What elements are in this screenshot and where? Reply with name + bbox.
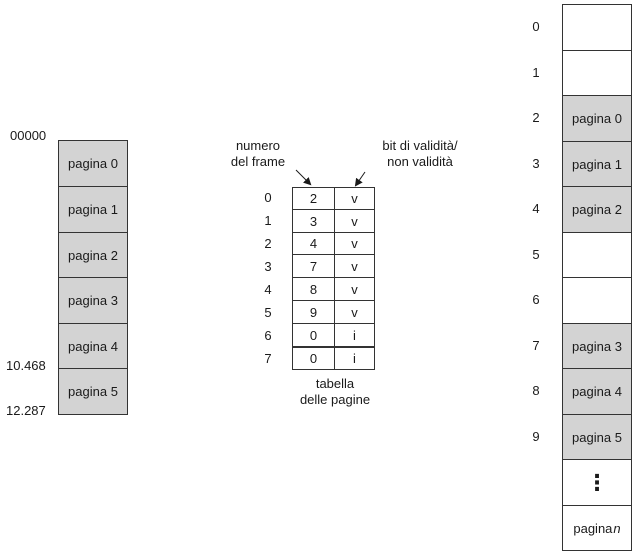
frame-number-label: numero del frame — [230, 138, 286, 169]
physical-frame-5 — [562, 232, 632, 278]
page-table-index-6: 6 — [264, 328, 272, 343]
frame-index-0: 0 — [532, 19, 540, 34]
page-table-index-4: 4 — [264, 282, 272, 297]
page-table-bit-6: i — [334, 323, 375, 347]
page-table-frame-1: 3 — [292, 209, 335, 233]
page-table-bit-4: v — [334, 277, 375, 301]
vertical-ellipsis: ⋮ — [586, 469, 608, 495]
page-table-bit-7: i — [334, 346, 375, 370]
frame-index-5: 5 — [532, 247, 540, 262]
page-table-bit-0: v — [334, 187, 375, 210]
physical-frame-ellipsis: ⋮ — [562, 459, 632, 506]
frame-index-3: 3 — [532, 156, 540, 171]
logical-address-12287: 12.287 — [6, 403, 46, 418]
frame-index-1: 1 — [532, 65, 540, 80]
frame-index-8: 8 — [532, 383, 540, 398]
logical-page-0: pagina 0 — [58, 140, 128, 187]
physical-frame-9: pagina 5 — [562, 414, 632, 460]
logical-page-1: pagina 1 — [58, 186, 128, 233]
page-table-index-1: 1 — [264, 213, 272, 228]
logical-page-4: pagina 4 — [58, 323, 128, 369]
physical-frame-1 — [562, 50, 632, 96]
frame-index-9: 9 — [532, 429, 540, 444]
frame-n-variable: n — [613, 520, 621, 536]
page-table-bit-1: v — [334, 209, 375, 233]
page-table-frame-7: 0 — [292, 346, 335, 370]
page-table-index-7: 7 — [264, 351, 272, 366]
page-table-frame-2: 4 — [292, 232, 335, 255]
physical-frame-8: pagina 4 — [562, 368, 632, 415]
physical-frame-4: pagina 2 — [562, 186, 632, 233]
physical-frame-0 — [562, 4, 632, 51]
page-table-frame-0: 2 — [292, 187, 335, 210]
logical-page-3: pagina 3 — [58, 277, 128, 324]
physical-frame-3: pagina 1 — [562, 141, 632, 187]
page-table-index-2: 2 — [264, 236, 272, 251]
logical-page-2: pagina 2 — [58, 232, 128, 278]
frame-index-6: 6 — [532, 292, 540, 307]
page-table-frame-5: 9 — [292, 300, 335, 324]
physical-frame-7: pagina 3 — [562, 323, 632, 369]
page-table-index-3: 3 — [264, 259, 272, 274]
physical-frame-2: pagina 0 — [562, 95, 632, 142]
frame-index-7: 7 — [532, 338, 540, 353]
page-table-index-0: 0 — [264, 190, 272, 205]
valid-bit-label: bit di validità/ non validità — [382, 138, 458, 169]
page-table-frame-6: 0 — [292, 323, 335, 347]
page-table-caption: tabella delle pagine — [299, 376, 371, 407]
logical-address-10468: 10.468 — [6, 358, 46, 373]
page-table-frame-3: 7 — [292, 254, 335, 278]
frame-n-label: pagina — [573, 520, 613, 536]
frame-index-4: 4 — [532, 201, 540, 216]
page-table-frame-4: 8 — [292, 277, 335, 301]
page-table-bit-3: v — [334, 254, 375, 278]
logical-page-5: pagina 5 — [58, 368, 128, 415]
page-table-bit-5: v — [334, 300, 375, 324]
page-table-bit-2: v — [334, 232, 375, 255]
physical-frame-6 — [562, 277, 632, 324]
frame-index-2: 2 — [532, 110, 540, 125]
logical-start-address: 00000 — [10, 128, 47, 143]
page-table-index-5: 5 — [264, 305, 272, 320]
